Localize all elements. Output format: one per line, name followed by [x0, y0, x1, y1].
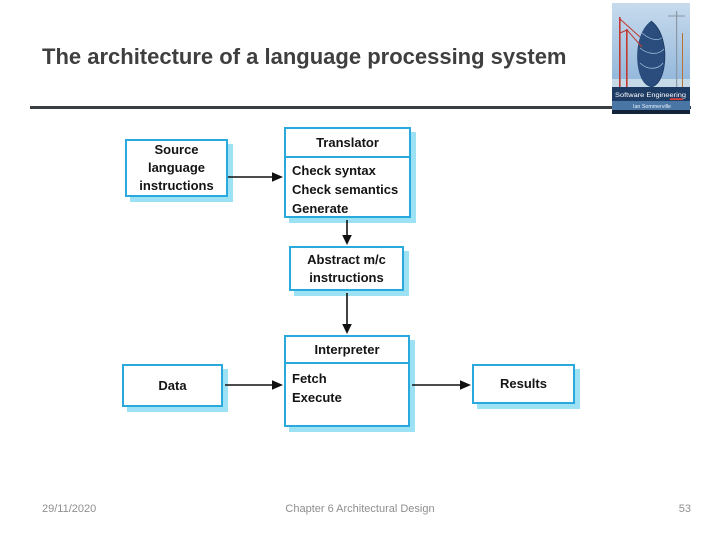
node-translator: Translator Check syntax Check semantics … [284, 127, 411, 218]
tower-crane-icon [668, 11, 685, 87]
node-label-line: Check semantics [292, 182, 399, 197]
node-interpreter-header: Interpreter [286, 337, 408, 364]
node-translator-header: Translator [286, 129, 409, 158]
gherkin-building-icon [637, 20, 666, 88]
node-results: Results [472, 364, 575, 404]
arrow-interpreter-to-results [412, 380, 471, 390]
cover-bottom-strip [612, 110, 690, 114]
cover-author-band [612, 101, 690, 110]
node-abstract-mc-instructions: Abstract m/c instructions [289, 246, 404, 291]
arrow-translator-to-abstract [342, 220, 352, 245]
arrow-source-to-translator [228, 172, 283, 182]
arrow-data-to-interpreter [225, 380, 283, 390]
arrow-abstract-to-interpreter [342, 293, 352, 334]
node-interpreter-body: Fetch Execute [286, 364, 408, 407]
node-label-line: instructions [309, 269, 384, 285]
node-label-line: Fetch [292, 371, 327, 386]
node-data: Data [122, 364, 223, 407]
node-translator-body: Check syntax Check semantics Generate [286, 158, 409, 218]
book-cover-art: Software Engineering Ian Sommerville [612, 3, 690, 114]
cover-author-text: Ian Sommerville [633, 104, 671, 110]
node-label-line: Generate [292, 201, 349, 216]
slide-footer: 29/11/2020 Chapter 6 Architectural Desig… [0, 503, 720, 519]
node-label-line: language [147, 160, 206, 175]
red-crane-icon [619, 17, 643, 87]
footer-date: 29/11/2020 [42, 503, 97, 515]
node-label-line: Abstract m/c [307, 251, 386, 267]
node-label-line: Source [154, 142, 199, 157]
node-source-language-instructions: Source language instructions [125, 139, 228, 197]
footer-chapter: Chapter 6 Architectural Design [285, 503, 435, 515]
node-label-line: Execute [292, 390, 342, 405]
book-cover-image: Software Engineering Ian Sommerville [612, 3, 690, 114]
title-rule [30, 106, 691, 109]
node-label-line: Data [158, 377, 187, 393]
node-label-line: instructions [139, 178, 214, 193]
node-label-line: Check syntax [292, 163, 376, 178]
page-title: The architecture of a language processin… [42, 44, 567, 69]
node-label-line: Results [500, 376, 547, 391]
cover-title-text: Software Engineering [615, 92, 686, 99]
node-interpreter: Interpreter Fetch Execute [284, 335, 410, 427]
footer-page-number: 53 [678, 503, 691, 515]
cover-title-band [612, 87, 690, 101]
cover-edition-mark [670, 98, 683, 101]
